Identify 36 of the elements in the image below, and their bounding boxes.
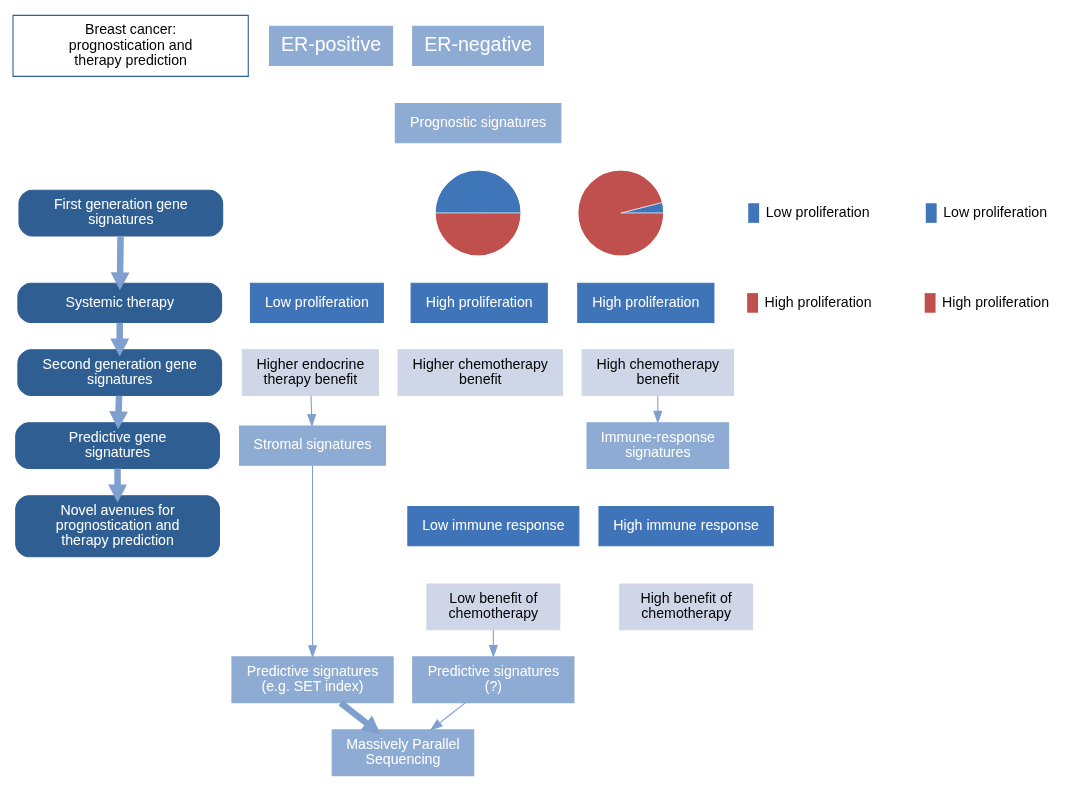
arrow [429, 701, 466, 731]
node-box: Breast cancer: prognostication and therapy prediction [12, 14, 249, 77]
arrow [307, 394, 317, 427]
arrow [109, 395, 128, 429]
node-box: First generation gene signatures [18, 189, 224, 236]
node-box: High chemotherapy benefit [581, 348, 735, 396]
legend-label: Low proliferation [765, 203, 870, 220]
arrow [108, 468, 127, 502]
legend-label: High proliferation [764, 293, 872, 310]
node-box: Systemic therapy [17, 282, 223, 323]
node-box: Predictive gene signatures [15, 421, 220, 469]
node-box: ER-positive [268, 25, 394, 66]
node-box: Low immune response [407, 505, 580, 546]
node-box: High immune response [598, 505, 774, 546]
node-box: Novel avenues for prognostication and therapy prediction [15, 494, 220, 557]
node-box: Immune-response signatures [586, 421, 730, 469]
node-box: High benefit of chemotherapy [619, 582, 754, 630]
node-box: Predictive signatures (e.g. SET index) [231, 655, 394, 703]
node-box: Low proliferation [249, 282, 384, 323]
arrow [338, 699, 381, 734]
arrow [110, 235, 130, 290]
node-box: Massively Parallel Sequencing [331, 728, 475, 776]
arrow [110, 322, 130, 356]
arrow [307, 464, 318, 658]
node-box: Prognostic signatures [394, 102, 562, 143]
node-box: High proliferation [410, 282, 548, 323]
legend-label: High proliferation [942, 293, 1050, 310]
node-box: High proliferation [577, 282, 715, 323]
node-box: Stromal signatures [239, 424, 387, 466]
node-box: ER-negative [412, 25, 544, 66]
node-box: Higher chemotherapy benefit [397, 348, 564, 396]
node-box: Higher endocrine therapy benefit [241, 348, 379, 396]
node-box: Predictive signatures (?) [412, 655, 575, 703]
node-box: Low benefit of chemotherapy [426, 582, 561, 630]
legend-label: Low proliferation [943, 203, 1048, 220]
node-box: Second generation gene signatures [17, 348, 223, 396]
